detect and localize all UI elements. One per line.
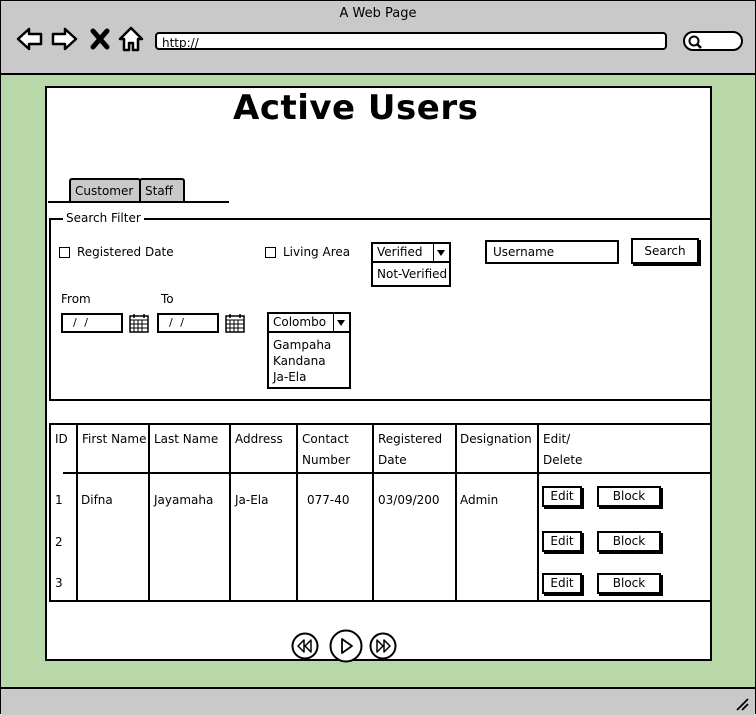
fast-forward-icon[interactable] (369, 632, 397, 660)
back-arrow-icon[interactable] (15, 25, 43, 53)
area-option[interactable]: Ja-Ela (273, 370, 307, 384)
col-header-edit-delete: Edit/Delete (543, 432, 583, 467)
edit-button[interactable]: Edit (542, 486, 582, 507)
verification-select[interactable]: Verified (371, 242, 451, 263)
verification-option[interactable]: Not-Verified (377, 267, 448, 281)
cell-id: 2 (55, 535, 63, 549)
cell-address: Ja-Ela (235, 493, 269, 507)
search-icon (688, 35, 702, 49)
edit-button[interactable]: Edit (542, 573, 582, 594)
col-header-address: Address (235, 432, 283, 446)
username-field[interactable]: Username (485, 240, 619, 264)
area-selected: Colombo (273, 315, 327, 329)
calendar-icon[interactable] (225, 313, 245, 333)
search-filter-panel: Search Filter Registered Date Living Are… (49, 211, 712, 401)
block-button[interactable]: Block (597, 573, 661, 594)
cell-designation: Admin (460, 493, 499, 507)
search-filter-legend: Search Filter (63, 211, 144, 225)
status-bar (1, 687, 755, 715)
cell-first-name: Difna (81, 493, 113, 507)
col-header-designation: Designation (460, 432, 532, 446)
url-bar[interactable]: http:// (155, 32, 667, 50)
area-options: Gampaha Kandana Ja-Ela (267, 333, 351, 389)
to-date-field[interactable]: / / (157, 313, 219, 333)
play-icon[interactable] (329, 629, 363, 663)
col-header-id: ID (55, 432, 68, 446)
to-label: To (161, 292, 174, 306)
cell-id: 3 (55, 576, 63, 590)
header-divider (63, 472, 712, 474)
main-panel: Active Users Customer Staff Search Filte… (45, 86, 712, 663)
search-button[interactable]: Search (631, 238, 699, 264)
living-area-checkbox[interactable] (265, 247, 276, 258)
from-label: From (61, 292, 91, 306)
window-title: A Web Page (339, 6, 417, 21)
area-select[interactable]: Colombo (267, 312, 351, 333)
verification-options: Not-Verified (371, 263, 451, 287)
browser-titlebar: A Web Page http:// (1, 1, 755, 75)
forward-arrow-icon[interactable] (51, 25, 79, 53)
tab-customer[interactable]: Customer (69, 178, 141, 202)
registered-date-label: Registered Date (77, 245, 174, 259)
registered-date-checkbox[interactable] (59, 247, 70, 258)
chevron-down-icon[interactable] (433, 244, 449, 261)
resize-grip-icon[interactable] (735, 697, 749, 711)
browser-search-field[interactable] (683, 31, 743, 51)
block-button[interactable]: Block (597, 486, 661, 507)
cell-registered: 03/09/200 (378, 493, 440, 507)
verification-selected: Verified (377, 245, 423, 259)
edit-button[interactable]: Edit (542, 531, 582, 552)
tabs-baseline (48, 201, 229, 203)
living-area-label: Living Area (283, 245, 351, 259)
calendar-icon[interactable] (129, 313, 149, 333)
page-title: Active Users (233, 88, 479, 128)
col-header-first-name: First Name (82, 432, 147, 446)
cell-id: 1 (55, 493, 63, 507)
chevron-down-icon[interactable] (333, 314, 349, 331)
block-button[interactable]: Block (597, 531, 661, 552)
home-icon[interactable] (117, 25, 145, 53)
area-option[interactable]: Gampaha (273, 338, 332, 352)
rewind-icon[interactable] (291, 632, 319, 660)
stop-icon[interactable] (89, 25, 111, 53)
cell-last-name: Jayamaha (154, 493, 214, 507)
col-header-last-name: Last Name (154, 432, 219, 446)
area-option[interactable]: Kandana (273, 354, 326, 368)
tab-staff[interactable]: Staff (139, 178, 185, 202)
from-date-field[interactable]: / / (61, 313, 123, 333)
cell-contact: 077-40 (307, 493, 350, 507)
